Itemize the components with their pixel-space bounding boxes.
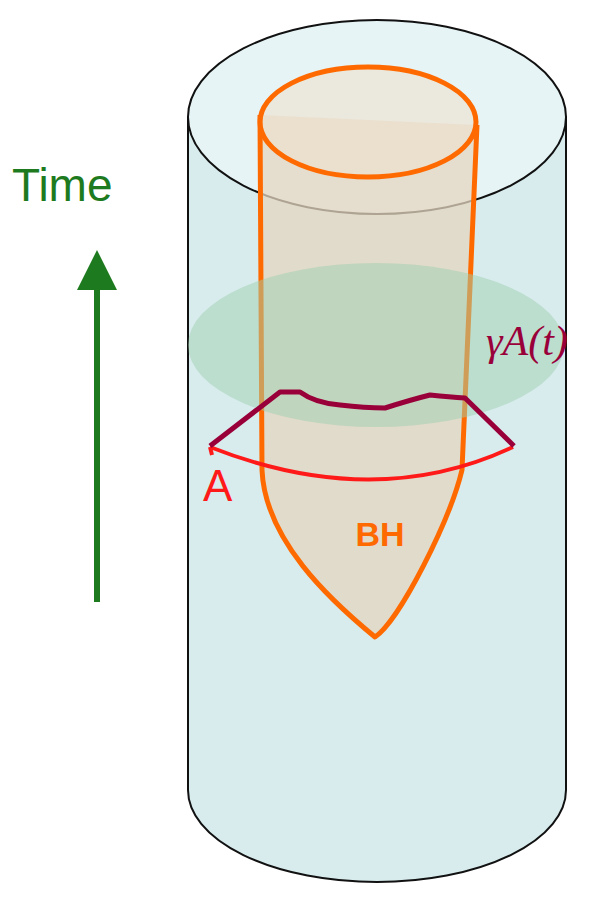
horizon-top — [260, 67, 476, 177]
arrow-head — [77, 250, 117, 290]
axis-label: Time — [12, 160, 113, 211]
axis-label: Time — [12, 160, 113, 211]
region-name: A — [203, 462, 232, 510]
region-label: BH — [255, 515, 505, 554]
region-name: A — [203, 462, 232, 510]
time-arrow — [94, 286, 100, 602]
boundary-region — [210, 447, 513, 480]
minimal-surface — [210, 392, 514, 446]
surface-name: γA(t) — [486, 318, 568, 364]
region-tick — [210, 447, 212, 455]
surface-name: γA(t) — [486, 318, 568, 364]
